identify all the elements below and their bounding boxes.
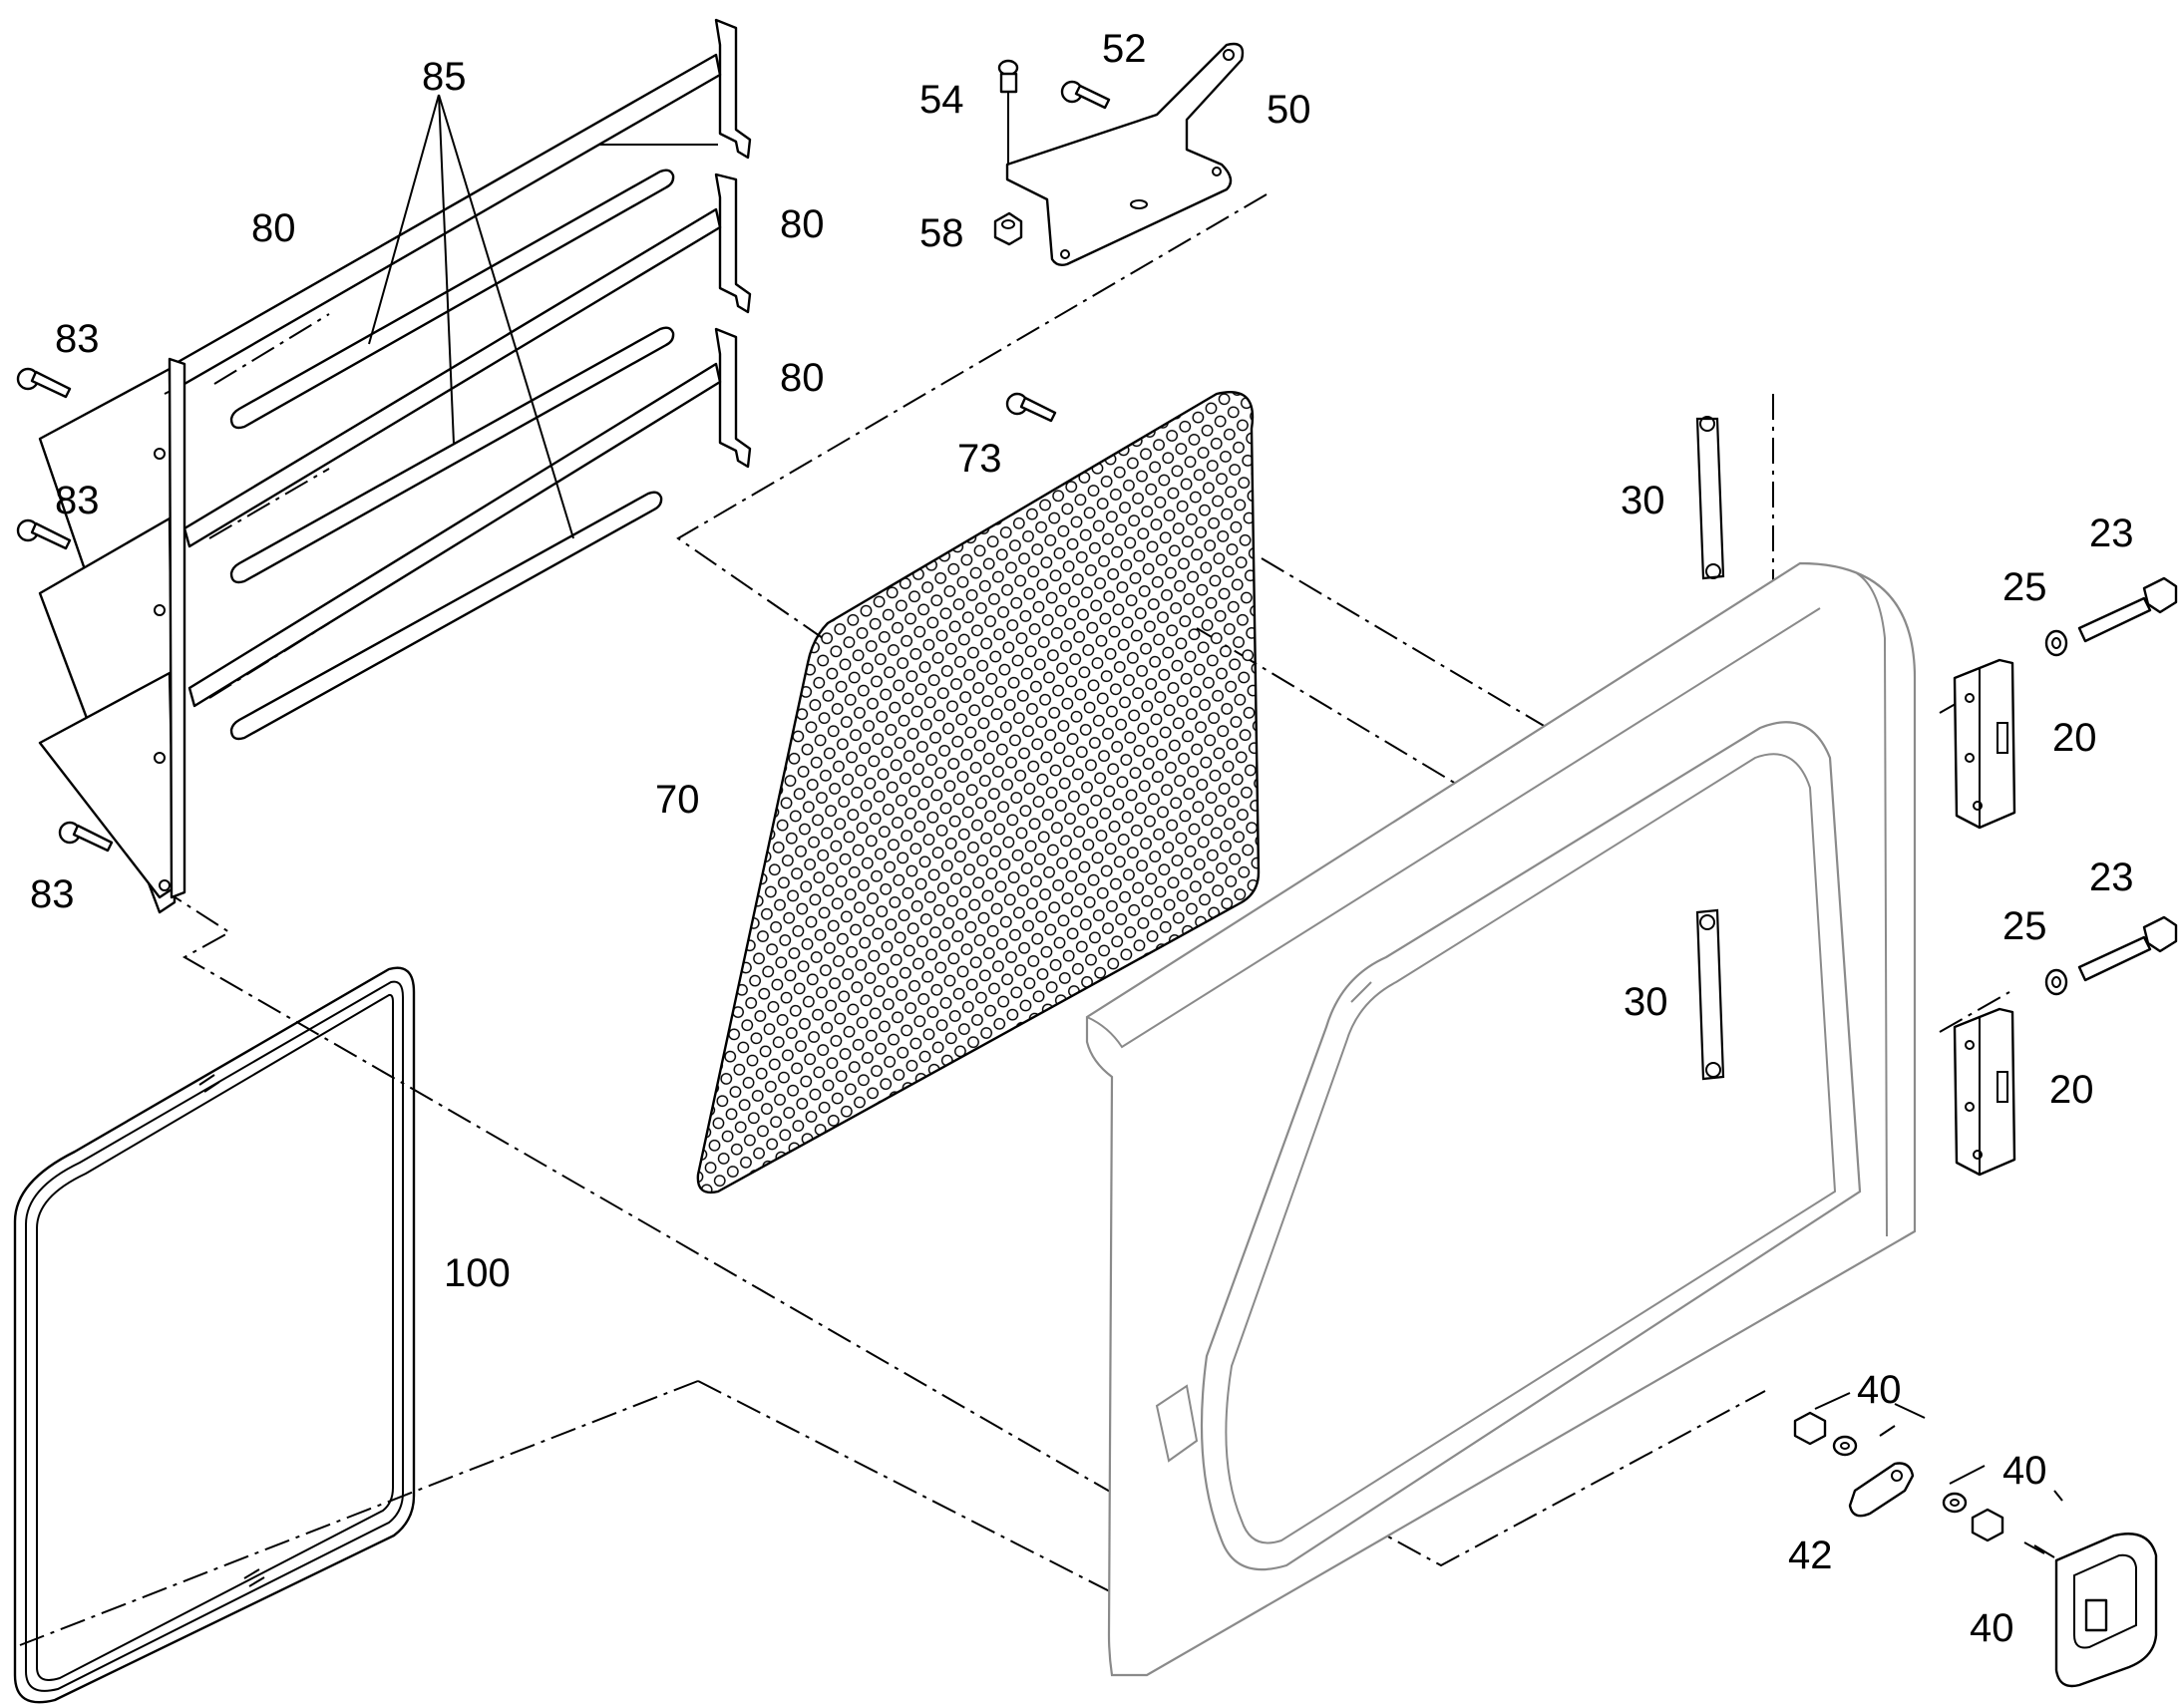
label-40-top: 40 xyxy=(1857,1368,1902,1412)
label-25-bottom: 25 xyxy=(2002,904,2047,948)
door-panel xyxy=(1085,561,1917,1677)
label-80-top-right: 80 xyxy=(780,202,825,246)
label-40-bottom: 40 xyxy=(1970,1606,2014,1650)
label-83-bottom: 83 xyxy=(30,872,75,916)
strap-30-top xyxy=(1695,416,1725,580)
louver-assembly xyxy=(38,18,752,914)
label-40-mid: 40 xyxy=(2002,1449,2047,1493)
screw-83-mid xyxy=(16,518,72,550)
bracket-50 xyxy=(1005,42,1245,267)
washer-25-bottom xyxy=(2044,968,2068,996)
hinge-20-top xyxy=(1953,658,2016,830)
washer-25-top xyxy=(2044,629,2068,657)
label-30-top: 30 xyxy=(1621,479,1665,522)
bolt-23-top xyxy=(2077,576,2178,643)
perforated-screen xyxy=(696,391,1261,1195)
stud-54 xyxy=(997,59,1019,165)
label-80-left: 80 xyxy=(251,206,296,250)
label-20-top: 20 xyxy=(2052,716,2097,760)
label-83-top: 83 xyxy=(55,317,100,361)
label-80-bottom-right: 80 xyxy=(780,356,825,400)
label-23-top: 23 xyxy=(2089,512,2134,555)
label-54: 54 xyxy=(919,78,964,122)
label-42: 42 xyxy=(1788,1534,1833,1577)
label-58: 58 xyxy=(919,211,964,255)
bolt-23-bottom xyxy=(2077,915,2178,982)
callout-labels: 85 80 80 80 83 83 83 52 54 50 58 73 70 3… xyxy=(30,27,2134,1650)
label-70: 70 xyxy=(655,778,700,822)
screw-52 xyxy=(1060,80,1111,110)
latch-hardware xyxy=(1793,1411,2158,1688)
strap-30-bottom xyxy=(1695,908,1725,1081)
label-52: 52 xyxy=(1102,27,1147,71)
label-100: 100 xyxy=(444,1251,511,1295)
label-85: 85 xyxy=(422,55,467,99)
label-50: 50 xyxy=(1267,88,1311,132)
seal-frame xyxy=(13,966,416,1704)
label-ticks xyxy=(1814,1392,2063,1502)
label-20-bottom: 20 xyxy=(2049,1068,2094,1112)
label-23-bottom: 23 xyxy=(2089,855,2134,899)
label-25-top: 25 xyxy=(2002,565,2047,609)
nut-58 xyxy=(993,211,1023,246)
screw-73 xyxy=(1005,392,1057,423)
screw-83-top xyxy=(16,367,72,399)
label-83-mid: 83 xyxy=(55,479,100,522)
label-73: 73 xyxy=(957,437,1002,481)
label-30-bottom: 30 xyxy=(1624,980,1668,1024)
hinge-20-bottom xyxy=(1953,1007,2016,1177)
screw-83-bottom xyxy=(58,821,114,853)
